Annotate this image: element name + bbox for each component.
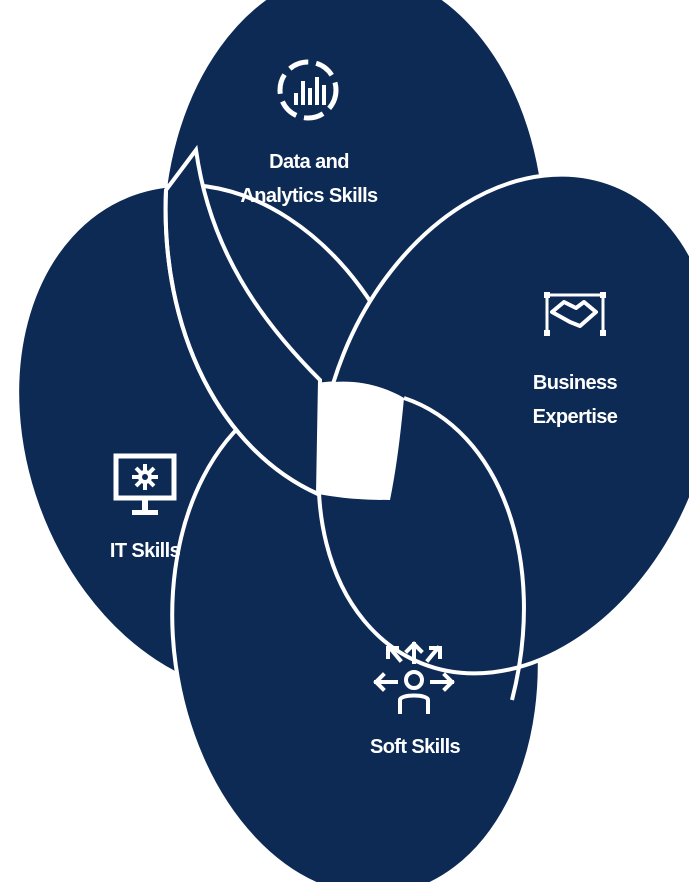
petal-business-expertise <box>316 172 689 676</box>
monitor-gear-icon <box>112 452 178 522</box>
label-data-and-analytics-skills: Data and Analytics Skills <box>209 145 409 213</box>
handshake-icon <box>540 288 610 340</box>
bar-chart-icon <box>272 55 344 125</box>
label-line-1: Soft Skills <box>369 736 461 758</box>
label-business-expertise: Business Expertise <box>500 366 650 434</box>
petal-data-analytics-edge <box>163 189 319 496</box>
label-line-1: Data and <box>269 151 349 173</box>
label-line-2: Analytics Skills <box>240 185 378 207</box>
label-line-2: Expertise <box>532 406 618 428</box>
petal-soft-skills-edge <box>403 396 526 701</box>
person-arrows-icon <box>372 640 456 720</box>
label-soft-skills: Soft Skills <box>340 730 490 764</box>
center-gap <box>318 381 404 500</box>
label-it-skills: IT Skills <box>80 534 210 568</box>
label-line-1: IT Skills <box>109 540 181 562</box>
label-line-1: Business <box>532 372 618 394</box>
